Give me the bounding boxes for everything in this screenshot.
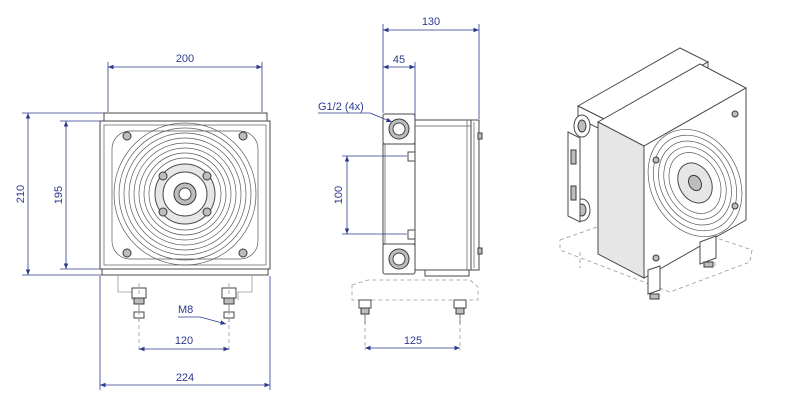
dim-label-100: 100 <box>333 186 345 204</box>
dim-210: 210 <box>15 112 104 276</box>
dim-224: 224 <box>99 276 271 390</box>
fan-guard <box>113 122 257 266</box>
dim-label-45: 45 <box>393 54 405 66</box>
callout-g12-label: G1/2 (4x) <box>318 101 364 113</box>
dim-45: 45 <box>383 54 416 119</box>
callout-m8: M8 <box>178 304 227 325</box>
side-body <box>414 119 472 271</box>
dim-label-125: 125 <box>404 335 422 347</box>
dim-100: 100 <box>333 155 407 235</box>
dim-label-224: 224 <box>176 372 194 384</box>
dim-200: 200 <box>107 53 263 112</box>
dim-195: 195 <box>53 120 100 270</box>
dim-label-195: 195 <box>53 186 65 204</box>
dim-130: 130 <box>382 16 480 119</box>
front-corner-screws <box>122 131 248 258</box>
isometric-view <box>559 47 753 300</box>
dim-label-200: 200 <box>176 53 194 65</box>
front-view <box>99 112 271 352</box>
dim-125: 125 <box>365 335 460 351</box>
dim-label-210: 210 <box>15 185 27 203</box>
callout-m8-label: M8 <box>178 304 193 316</box>
front-top-bar <box>103 112 268 122</box>
dim-label-130: 130 <box>422 16 440 28</box>
side-view <box>351 113 483 350</box>
callout-g12: G1/2 (4x) <box>318 101 393 123</box>
dim-label-120: 120 <box>175 335 193 347</box>
front-mount-feet <box>117 275 253 352</box>
dim-120: 120 <box>139 335 229 352</box>
